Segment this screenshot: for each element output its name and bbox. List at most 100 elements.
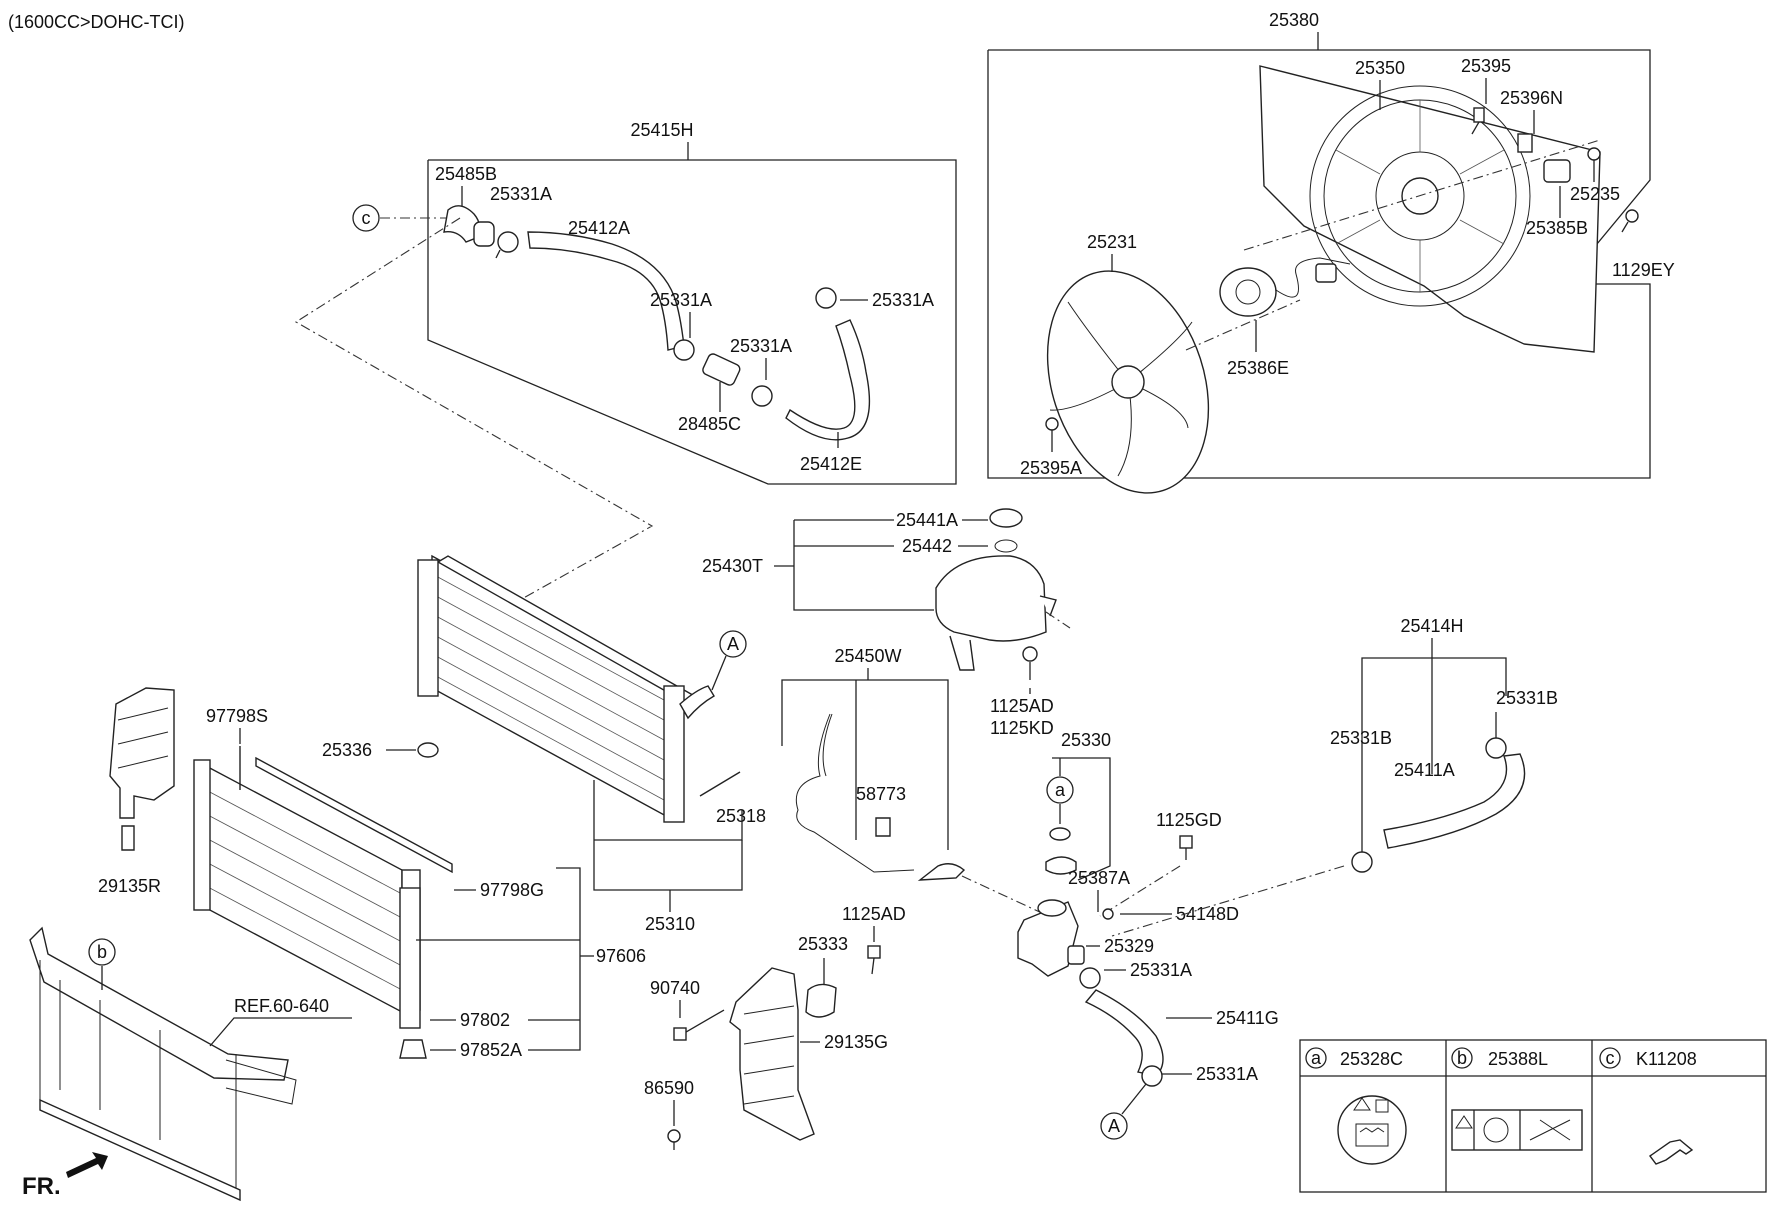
label-25331A-5: 25331A bbox=[1130, 960, 1192, 980]
label-25331A-1: 25331A bbox=[490, 184, 552, 204]
o-ring-part bbox=[1102, 908, 1114, 920]
label-ref-60-640: REF.60-640 bbox=[234, 996, 329, 1016]
hose-clamp-part bbox=[673, 339, 695, 361]
warning-label-icon bbox=[1337, 1095, 1407, 1165]
label-29135R: 29135R bbox=[98, 876, 161, 896]
bolt-1125ad-guard-part bbox=[867, 945, 881, 975]
label-25331B-1: 25331B bbox=[1496, 688, 1558, 708]
hose-joint-28485c-part bbox=[702, 353, 741, 386]
svg-text:c: c bbox=[362, 208, 371, 228]
svg-text:b: b bbox=[1457, 1048, 1467, 1068]
svg-text:A: A bbox=[1108, 1116, 1120, 1136]
screw-25395a-part bbox=[1045, 417, 1059, 440]
label-1125AD-1: 1125AD bbox=[990, 696, 1054, 716]
legend-item-b: b 25388L bbox=[1451, 1047, 1583, 1151]
reservoir-cap-part bbox=[989, 508, 1023, 528]
label-25330: 25330 bbox=[1061, 730, 1111, 750]
label-25412A: 25412A bbox=[568, 218, 630, 238]
label-86590: 86590 bbox=[644, 1078, 694, 1098]
filler-neck-25329-part bbox=[1017, 899, 1085, 977]
front-end-module-part bbox=[29, 926, 297, 1202]
label-90740: 90740 bbox=[650, 978, 700, 998]
condenser-group: 29135R 97798S 97798G 97802 97852A 97606 bbox=[98, 687, 646, 1060]
label-1125KD: 1125KD bbox=[990, 718, 1054, 738]
svg-text:c: c bbox=[1606, 1048, 1615, 1068]
group-label-25415h: 25415H bbox=[630, 120, 693, 140]
radiator-hose-25411a-part bbox=[1383, 753, 1526, 849]
label-58773: 58773 bbox=[856, 784, 906, 804]
label-25430T: 25430T bbox=[702, 556, 763, 576]
bracket-25333-part bbox=[805, 983, 837, 1018]
reservoir-tank-part bbox=[935, 555, 1057, 671]
radiator-hose-25412e-part bbox=[785, 319, 871, 441]
condenser-core-part bbox=[193, 759, 421, 1014]
cap-seal-part bbox=[994, 539, 1018, 553]
label-97798G: 97798G bbox=[480, 880, 544, 900]
label-25441A: 25441A bbox=[896, 510, 958, 530]
screw-25235-part bbox=[1587, 147, 1601, 161]
label-25231: 25231 bbox=[1087, 232, 1137, 252]
filler-cap-part bbox=[1045, 856, 1077, 875]
bolt-25395-part bbox=[1471, 107, 1485, 135]
callout-A-radiator: A bbox=[719, 630, 747, 658]
label-25331A-4: 25331A bbox=[872, 290, 934, 310]
hose-clamp-part bbox=[815, 287, 837, 309]
label-25385B: 25385B bbox=[1526, 218, 1588, 238]
label-25411G: 25411G bbox=[1216, 1008, 1279, 1028]
fan-motor-part bbox=[1219, 257, 1351, 317]
cap-97852a-part bbox=[399, 1039, 427, 1059]
outlet-fitting-part bbox=[443, 205, 495, 247]
label-28485C: 28485C bbox=[678, 414, 741, 434]
label-25450W: 25450W bbox=[834, 646, 901, 666]
mount-bushing-part bbox=[417, 742, 439, 758]
hose-clamp-part bbox=[1141, 1065, 1163, 1087]
callout-c: c bbox=[352, 204, 380, 232]
label-25442: 25442 bbox=[902, 536, 952, 556]
svg-text:25388L: 25388L bbox=[1488, 1049, 1548, 1069]
legend-table: a 25328C b 25388L bbox=[1299, 1039, 1767, 1193]
radiator-hose-25411g-part bbox=[1084, 989, 1164, 1077]
callout-A-bottom: A bbox=[1100, 1112, 1128, 1140]
label-25318: 25318 bbox=[716, 806, 766, 826]
clip-86590-part bbox=[667, 1129, 681, 1150]
clip-25396n-part bbox=[1517, 133, 1533, 153]
radiator-group: A 25336 25318 25310 bbox=[322, 554, 766, 934]
fan-shroud-part bbox=[1259, 65, 1601, 353]
label-25331B-2: 25331B bbox=[1330, 728, 1392, 748]
legend-item-c: c K11208 bbox=[1599, 1047, 1697, 1165]
hose-clamp-part bbox=[751, 385, 773, 407]
reservoir-group: 25430T 25441A 25442 1125AD 1125KD bbox=[702, 508, 1071, 738]
caution-label-icon bbox=[1451, 1109, 1583, 1151]
hose-clamp-part bbox=[1079, 967, 1101, 989]
bolt-1125ad-reservoir-part bbox=[1022, 646, 1038, 680]
bolt-1125gd-part bbox=[1179, 835, 1193, 860]
front-label: FR. bbox=[22, 1173, 61, 1200]
hose-clamp-part bbox=[495, 231, 519, 259]
label-sticker-part bbox=[1049, 827, 1071, 841]
hose-clamp-part bbox=[1351, 851, 1373, 873]
label-97798S: 97798S bbox=[206, 706, 268, 726]
drain-plug-part bbox=[699, 771, 741, 797]
label-25485B: 25485B bbox=[435, 164, 497, 184]
label-25336: 25336 bbox=[322, 740, 372, 760]
svg-text:a: a bbox=[1055, 780, 1066, 800]
label-25331A-6: 25331A bbox=[1196, 1064, 1258, 1084]
label-25414H: 25414H bbox=[1400, 616, 1463, 636]
hose-kit-group: 25415H c 25485B 25331A 25412A 25331A 284… bbox=[294, 120, 957, 601]
front-arrow-icon bbox=[66, 1152, 108, 1178]
bolt-90740-part bbox=[673, 1009, 725, 1041]
label-97606: 97606 bbox=[596, 946, 646, 966]
label-29135G: 29135G bbox=[824, 1032, 888, 1052]
label-25331A-3: 25331A bbox=[730, 336, 792, 356]
svg-text:K11208: K11208 bbox=[1636, 1049, 1697, 1069]
seal-97798g-part bbox=[255, 756, 453, 874]
label-25386E: 25386E bbox=[1227, 358, 1289, 378]
label-1125AD-2: 1125AD bbox=[842, 904, 906, 924]
label-25310: 25310 bbox=[645, 914, 695, 934]
group-label-25380: 25380 bbox=[1269, 10, 1319, 30]
label-25333: 25333 bbox=[798, 934, 848, 954]
svg-text:25328C: 25328C bbox=[1340, 1049, 1403, 1069]
breather-hose-part bbox=[795, 713, 915, 873]
resistor-25385b-part bbox=[1543, 159, 1571, 183]
hose-clamp-part bbox=[1485, 737, 1507, 759]
